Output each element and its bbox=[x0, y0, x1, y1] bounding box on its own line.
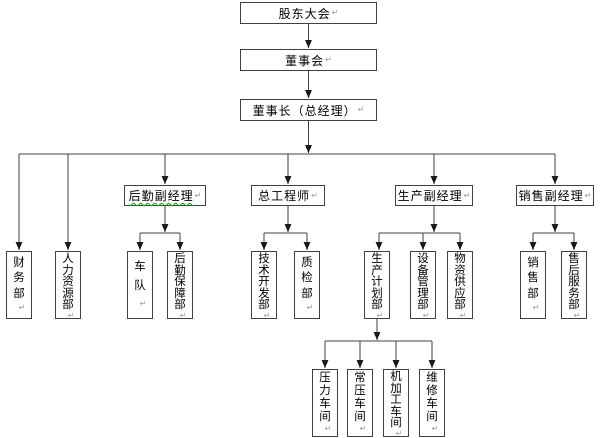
paragraph-mark: ↵ bbox=[306, 303, 314, 313]
paragraph-mark: ↵ bbox=[463, 190, 471, 200]
node-shareholders-meeting: 股东大会 ↵ bbox=[240, 2, 377, 24]
node-machining-workshop: 机加工车间↵ bbox=[383, 369, 409, 437]
paragraph-mark: ↵ bbox=[311, 190, 318, 200]
paragraph-mark: ↵ bbox=[584, 190, 592, 200]
node-quality-inspection-dept: 质检部↵ bbox=[294, 251, 320, 319]
node-tech-development-dept: 技术开发部↵ bbox=[251, 251, 277, 319]
node-material-supply-dept: 物资供应部↵ bbox=[447, 251, 473, 319]
node-label: 生产副经理 bbox=[397, 189, 463, 203]
paragraph-mark: ↵ bbox=[431, 423, 439, 433]
paragraph-mark: ↵ bbox=[459, 310, 467, 320]
node-fleet: 车队↵ bbox=[127, 251, 153, 319]
paragraph-mark: ↵ bbox=[179, 310, 187, 320]
paragraph-mark: ↵ bbox=[325, 55, 332, 64]
node-logistics-deputy-manager: 后勤副经理 ↵ bbox=[124, 185, 206, 206]
node-production-deputy-manager: 生产副经理 ↵ bbox=[395, 185, 473, 206]
node-label: 销售副经理 bbox=[518, 189, 584, 203]
paragraph-mark: ↵ bbox=[324, 423, 332, 433]
paragraph-mark: ↵ bbox=[573, 310, 581, 320]
node-maintenance-workshop: 维修车间↵ bbox=[419, 369, 445, 437]
paragraph-mark: ↵ bbox=[357, 105, 365, 114]
node-pressure-workshop: 压力车间↵ bbox=[312, 369, 338, 437]
paragraph-mark: ↵ bbox=[532, 303, 540, 313]
node-sales-dept: 销售部↵ bbox=[520, 251, 546, 319]
node-label: 股东大会 bbox=[278, 6, 331, 21]
node-chairman-general-manager: 董事长（总经理） ↵ bbox=[240, 99, 377, 121]
node-sales-deputy-manager: 销售副经理 ↵ bbox=[516, 185, 594, 206]
node-chief-engineer: 总工程师 ↵ bbox=[251, 185, 325, 206]
node-label: 总工程师 bbox=[258, 189, 311, 203]
node-equipment-management-dept: 设备管理部↵ bbox=[410, 251, 436, 319]
paragraph-mark: ↵ bbox=[395, 428, 403, 438]
node-label: 董事长（总经理） bbox=[252, 103, 357, 118]
node-label: 董事会 bbox=[285, 53, 325, 68]
node-production-planning-dept: 生产计划部↵ bbox=[364, 251, 390, 319]
paragraph-mark: ↵ bbox=[67, 310, 75, 320]
node-after-sales-service-dept: 售后服务部↵ bbox=[561, 251, 587, 319]
paragraph-mark: ↵ bbox=[139, 299, 147, 309]
paragraph-mark: ↵ bbox=[359, 423, 367, 433]
node-finance-dept: 财务部↵ bbox=[6, 251, 32, 319]
paragraph-mark: ↵ bbox=[18, 303, 26, 313]
node-label: 后勤副经理 bbox=[128, 189, 194, 203]
node-normal-pressure-workshop: 常压车间↵ bbox=[347, 369, 373, 437]
paragraph-mark: ↵ bbox=[263, 310, 271, 320]
node-hr-dept: 人力资源部↵ bbox=[55, 251, 81, 319]
paragraph-mark: ↵ bbox=[194, 190, 202, 200]
paragraph-mark: ↵ bbox=[422, 310, 430, 320]
node-logistics-support-dept: 后勤保障部↵ bbox=[167, 251, 193, 319]
paragraph-mark: ↵ bbox=[331, 8, 339, 17]
paragraph-mark: ↵ bbox=[376, 310, 384, 320]
node-board-of-directors: 董事会 ↵ bbox=[240, 49, 377, 71]
